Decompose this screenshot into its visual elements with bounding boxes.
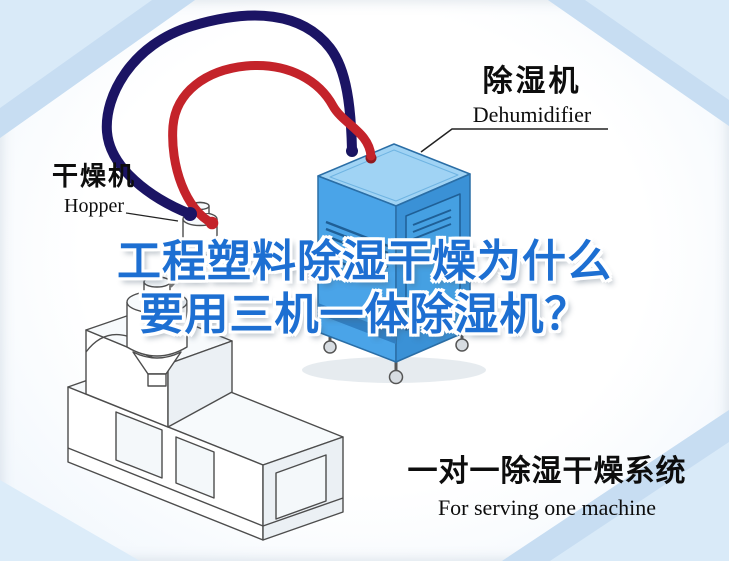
hopper-label-en: Hopper [64,195,124,217]
hopper-label-cn: 干燥机 [51,162,136,192]
extruder-panel [115,411,163,479]
extruder-machine [67,248,344,541]
dryer-hopper-cylinder [126,248,199,387]
dehumidifier-door [405,193,461,331]
caption-cn: 一对一除湿干燥系统 [407,454,687,489]
caster-wheels [323,330,469,385]
pipes [101,10,376,230]
dehumidifier-door-vents [412,209,452,240]
red-pipe-end [205,216,219,230]
navy-air-pipe [101,10,357,219]
bottom-caption: 一对一除湿干燥系统 For serving one machine [396,446,698,521]
dehumidifier-shadow [302,357,486,383]
main-title-line2: 要用三机一体除湿机？ [139,289,590,340]
dehumidifier-label-cn: 除湿机 [482,64,582,99]
extruder-panel [175,436,215,499]
dehumidifier-label: 除湿机 Dehumidifier [452,56,612,128]
dehumidifier-label-en: Dehumidifier [472,102,592,127]
dehumidifier-vents [325,220,389,283]
extruder-panel [275,454,327,520]
red-air-pipe [168,60,376,228]
dehumidifier-lower-band [318,303,396,344]
dehumidifier-machine [302,143,486,385]
navy-pipe-end [183,207,197,221]
caption-en: For serving one machine [437,495,657,520]
main-title-line1: 工程塑料除湿干燥为什么 [117,236,612,287]
leader-lines [125,128,608,222]
hopper-label: 干燥机 Hopper [44,156,144,218]
extruder-housing-side [167,340,233,428]
dehumidifier-leader-line [420,128,608,153]
hopper-leader-line [125,212,179,222]
